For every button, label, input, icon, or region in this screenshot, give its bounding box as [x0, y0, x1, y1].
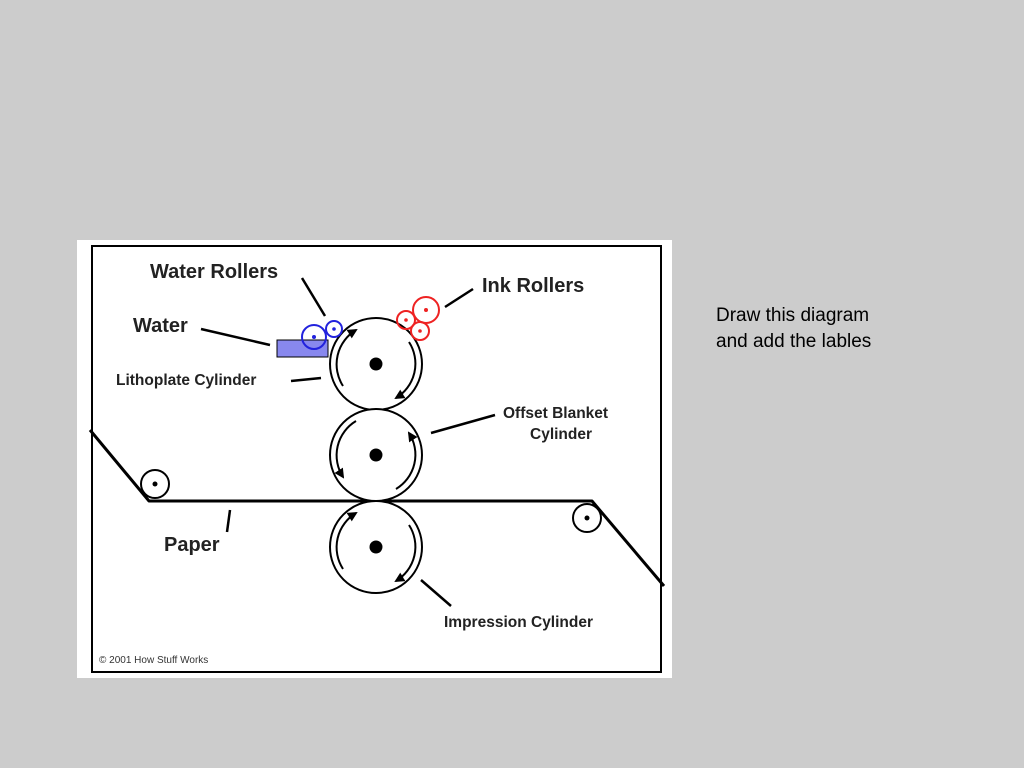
rotation-arrow — [335, 328, 358, 387]
instruction-line-2: and add the lables — [716, 331, 872, 352]
label-water-rollers: Water Rollers — [150, 261, 278, 283]
right-guide-roller — [572, 503, 602, 533]
label-paper: Paper — [164, 534, 220, 556]
label-impression-cylinder: Impression Cylinder — [444, 614, 593, 631]
water-rollers-leader — [300, 277, 327, 317]
rotation-arrow — [395, 431, 418, 490]
impression-leader — [420, 579, 452, 607]
rotation-arrow — [335, 511, 358, 570]
label-lithoplate-cylinder: Lithoplate Cylinder — [116, 372, 256, 389]
ink-rollers — [396, 296, 440, 341]
label-ink-rollers: Ink Rollers — [482, 275, 584, 297]
diagram-frame — [91, 245, 662, 673]
offset-printing-diagram: Water Rollers Water Ink Rollers Lithopla… — [77, 240, 672, 678]
offset-blanket-cylinder — [329, 408, 423, 502]
ink-rollers-leader — [444, 287, 474, 309]
copyright-text: © 2001 How Stuff Works — [99, 655, 208, 666]
lithoplate-cylinder — [329, 317, 423, 411]
water-rollers — [301, 320, 343, 350]
left-guide-roller — [140, 469, 170, 499]
lithoplate-leader — [290, 376, 322, 383]
rotation-arrow — [394, 524, 417, 583]
rotation-arrow — [334, 420, 357, 479]
instruction-text: Draw this diagram and add the lables — [716, 303, 976, 355]
instruction-line-1: Draw this diagram — [716, 305, 870, 326]
rotation-arrow — [394, 341, 417, 400]
impression-cylinder — [329, 500, 423, 594]
leader-lines — [200, 277, 496, 607]
paper-leader — [225, 509, 232, 533]
label-water: Water — [133, 315, 188, 337]
diagram-svg: Water Rollers Water Ink Rollers Lithopla… — [88, 245, 666, 673]
offset-blanket-leader — [430, 413, 496, 435]
label-offset-blanket-cylinder: Cylinder — [530, 426, 592, 443]
label-offset-blanket: Offset Blanket — [503, 405, 608, 422]
water-leader — [200, 327, 271, 347]
